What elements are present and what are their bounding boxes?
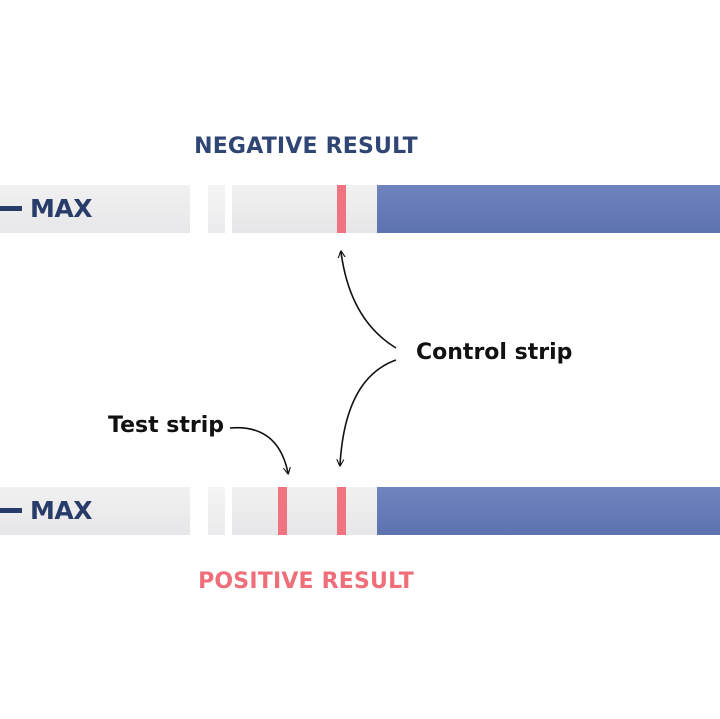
max-dash-mark <box>0 206 22 211</box>
arrow-to-negative-control <box>341 252 397 349</box>
max-label: MAX <box>30 496 93 525</box>
control-line-mark <box>337 487 346 535</box>
strip-body <box>0 185 190 233</box>
test-strip-label: Test strip <box>108 413 225 438</box>
strip-body <box>0 487 190 535</box>
strip-window-frame <box>208 487 225 535</box>
max-dash-mark <box>0 508 22 513</box>
control-line-mark <box>337 185 346 233</box>
arrow-to-test-line <box>229 426 288 473</box>
strip-window-frame <box>208 185 225 233</box>
negative-result-title: NEGATIVE RESULT <box>194 134 418 159</box>
negative-test-strip: MAX <box>0 185 720 233</box>
arrow-to-positive-control <box>340 359 397 465</box>
strip-handle <box>377 487 720 535</box>
result-window <box>232 487 377 535</box>
max-label: MAX <box>30 194 93 223</box>
result-window <box>232 185 377 233</box>
test-line-mark <box>278 487 287 535</box>
strip-handle <box>377 185 720 233</box>
control-strip-label: Control strip <box>416 340 573 365</box>
positive-test-strip: MAX <box>0 487 720 535</box>
positive-result-title: POSITIVE RESULT <box>198 569 414 594</box>
